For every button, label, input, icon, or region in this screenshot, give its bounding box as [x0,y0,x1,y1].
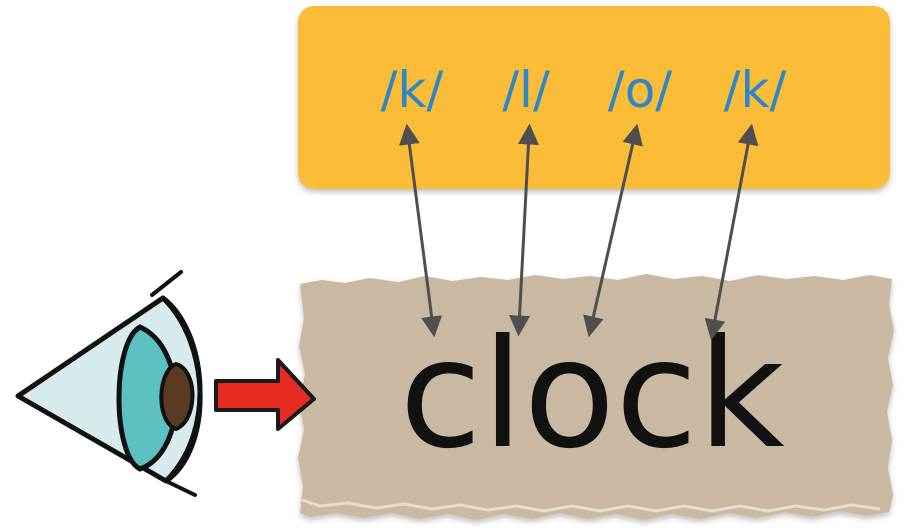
right-arrow-icon [214,358,316,431]
mapping-arrow [704,123,759,341]
phoneme-label: /l/ [502,61,550,119]
mapping-arrow [583,123,643,338]
mapping-arrow [509,123,539,337]
phoneme-label: /o/ [608,61,672,119]
phoneme-label: /k/ [381,61,444,119]
eye-icon [15,270,203,497]
mapping-arrow [398,123,443,338]
phoneme-label: /k/ [724,61,787,119]
word-text: clock [399,308,784,482]
paper-fold-highlight [301,498,881,513]
